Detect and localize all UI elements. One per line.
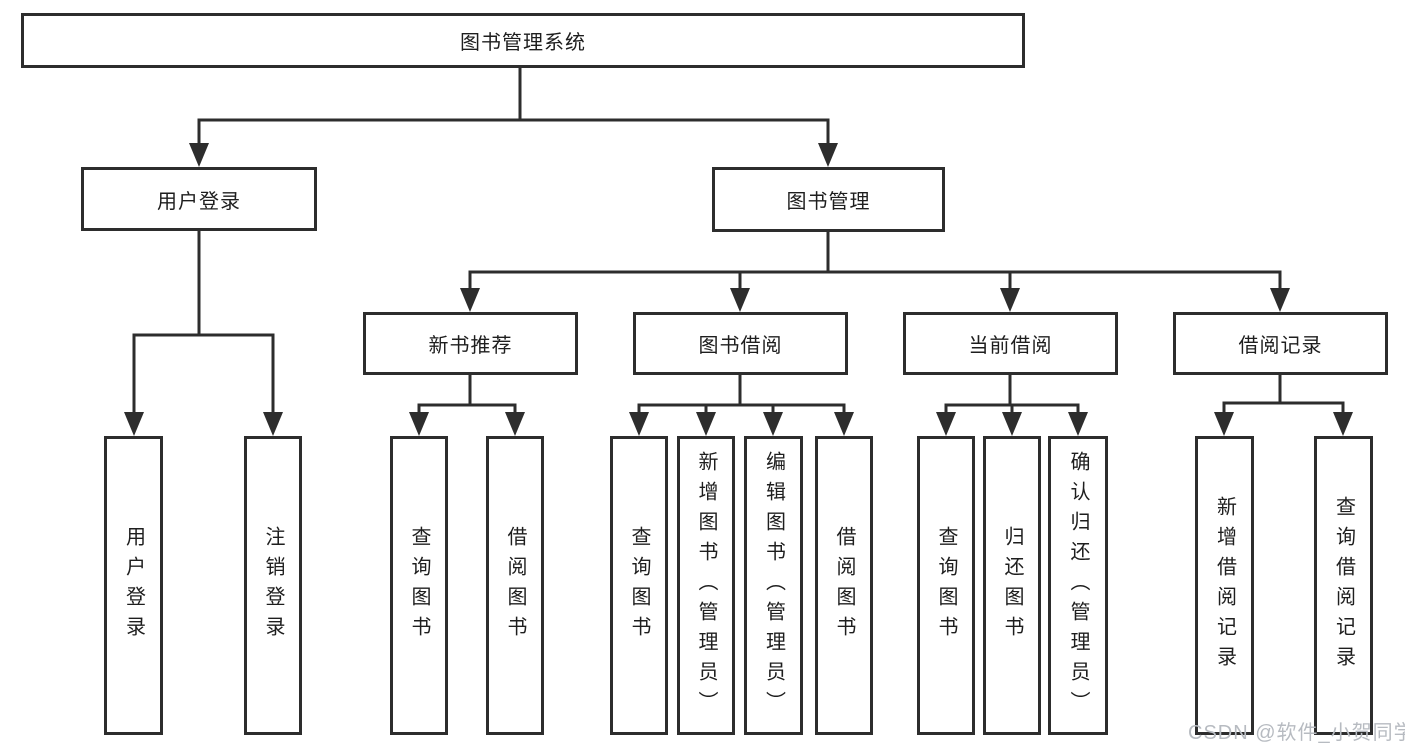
arrow-down-icon (189, 143, 209, 167)
node-book-management: 图书管理 (712, 167, 945, 232)
arrow-down-icon (696, 412, 716, 436)
leaf-add-book-admin: 新增图书（管理员） (677, 436, 735, 735)
leaf-label: 查询图书 (935, 525, 957, 646)
node-new-book-recommend: 新书推荐 (363, 312, 578, 375)
leaf-label: 借阅图书 (833, 525, 855, 646)
node-user-login: 用户登录 (81, 167, 317, 231)
leaf-confirm-return-admin: 确认归还（管理员） (1048, 436, 1108, 735)
arrow-down-icon (1068, 412, 1088, 436)
connector-root-elbow (197, 118, 830, 148)
leaf-label: 新增图书（管理员） (695, 450, 717, 721)
leaf-logout: 注销登录 (244, 436, 302, 735)
arrow-down-icon (460, 288, 480, 312)
node-root: 图书管理系统 (21, 13, 1025, 68)
leaf-query-books-1: 查询图书 (390, 436, 448, 735)
arrow-down-icon (936, 412, 956, 436)
arrow-down-icon (263, 412, 283, 436)
node-borrow-records: 借阅记录 (1173, 312, 1388, 375)
connector-newbooks-elbow (417, 403, 517, 418)
leaf-label: 查询借阅记录 (1332, 495, 1355, 676)
arrow-down-icon (1333, 412, 1353, 436)
leaf-add-borrow-record: 新增借阅记录 (1195, 436, 1254, 735)
leaf-label: 编辑图书（管理员） (762, 450, 785, 721)
leaf-query-books-2: 查询图书 (610, 436, 668, 735)
leaf-borrow-books-1: 借阅图书 (486, 436, 544, 735)
leaf-label: 注销登录 (262, 525, 284, 646)
connector-bookmgmt-elbow (468, 270, 1282, 294)
leaf-query-books-3: 查询图书 (917, 436, 975, 735)
leaf-label: 确认归还（管理员） (1067, 450, 1089, 721)
leaf-user-login: 用户登录 (104, 436, 163, 735)
leaf-label: 新增借阅记录 (1213, 495, 1236, 676)
arrow-down-icon (834, 412, 854, 436)
arrow-down-icon (763, 412, 783, 436)
arrow-down-icon (1270, 288, 1290, 312)
leaf-label: 查询图书 (628, 525, 650, 646)
leaf-edit-book-admin: 编辑图书（管理员） (744, 436, 803, 735)
leaf-borrow-books-2: 借阅图书 (815, 436, 873, 735)
arrow-down-icon (1214, 412, 1234, 436)
leaf-label: 用户登录 (122, 525, 145, 646)
arrow-down-icon (505, 412, 525, 436)
watermark: CSDN @软件_小贺同学 (1188, 722, 1405, 744)
leaf-label: 归还图书 (1001, 525, 1023, 646)
leaf-query-borrow-record: 查询借阅记录 (1314, 436, 1373, 735)
node-book-borrow: 图书借阅 (633, 312, 848, 375)
connector-records-elbow (1222, 401, 1345, 418)
node-current-borrow: 当前借阅 (903, 312, 1118, 375)
connector-bookborrow-elbow (637, 403, 846, 418)
arrow-down-icon (409, 412, 429, 436)
arrow-down-icon (818, 143, 838, 167)
arrow-down-icon (124, 412, 144, 436)
connector-userlogin-elbow (132, 333, 275, 418)
leaf-label: 查询图书 (408, 525, 430, 646)
arrow-down-icon (629, 412, 649, 436)
arrow-down-icon (730, 288, 750, 312)
arrow-down-icon (1002, 412, 1022, 436)
leaf-return-book: 归还图书 (983, 436, 1041, 735)
leaf-label: 借阅图书 (504, 525, 526, 646)
arrow-down-icon (1000, 288, 1020, 312)
